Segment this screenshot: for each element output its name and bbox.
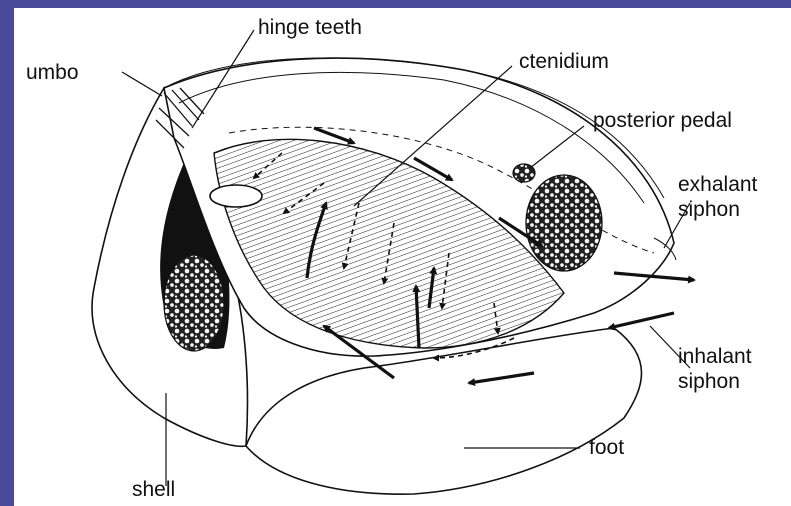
bivalve-anatomy-diagram: hinge teeth umbo ctenidium posterior ped…: [14, 8, 791, 506]
diagram-frame: hinge teeth umbo ctenidium posterior ped…: [14, 8, 791, 506]
label-inhalant-siphon: siphon: [678, 370, 740, 393]
label-hinge-teeth: hinge teeth: [258, 16, 362, 39]
label-shell: shell: [132, 478, 175, 501]
label-exhalant: exhalant: [678, 173, 758, 196]
label-exhalant-siphon: siphon: [678, 198, 740, 221]
foot-body: [246, 328, 642, 494]
posterior-adductor: [526, 175, 602, 271]
label-posterior-pedal: posterior pedal: [593, 109, 732, 132]
umbo-leader: [122, 72, 162, 96]
label-foot: foot: [589, 436, 624, 459]
anterior-adductor: [164, 255, 224, 351]
label-inhalant: inhalant: [678, 345, 752, 368]
labial-palp: [210, 185, 262, 207]
label-umbo: umbo: [26, 61, 79, 84]
label-ctenidium: ctenidium: [519, 50, 609, 73]
